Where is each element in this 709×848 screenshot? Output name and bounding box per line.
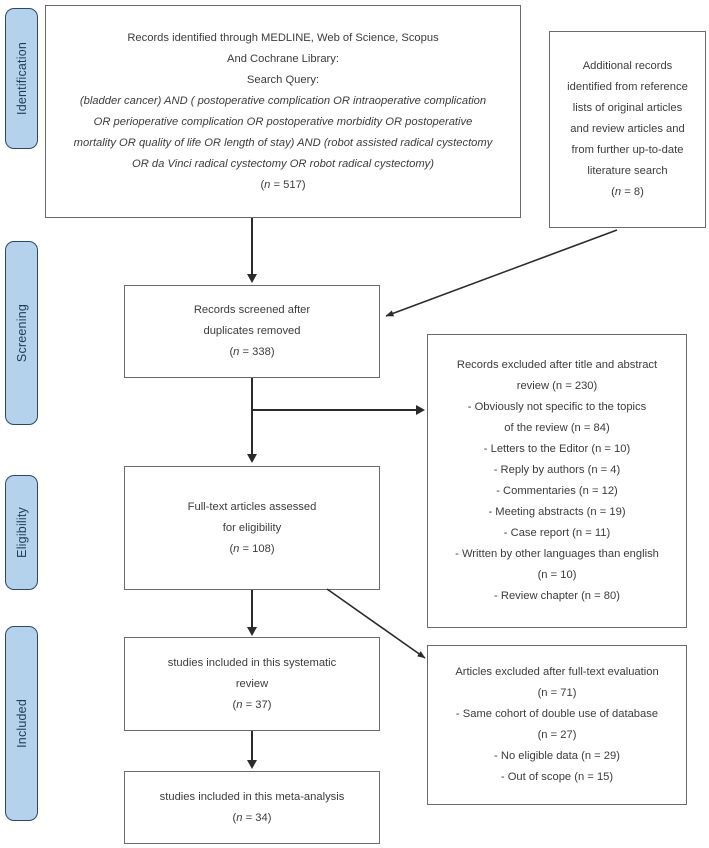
box-line: OR perioperative complication OR postope…	[93, 115, 473, 128]
box-line: - Review chapter (n = 80)	[494, 590, 620, 602]
box-line: - Written by other languages than englis…	[455, 548, 659, 560]
box-count: (n = 517)	[260, 178, 306, 191]
box-line: Search Query:	[246, 73, 320, 86]
box-line: - Obviously not specific to the topics	[467, 401, 647, 413]
box-count: (n = 8)	[611, 186, 644, 198]
box-line: - Commentaries (n = 12)	[496, 485, 618, 497]
arrowhead-screened-to-excluded	[416, 405, 425, 415]
box-line: Additional records	[582, 60, 673, 72]
box-count: (n = 338)	[229, 346, 275, 358]
box-line: Articles excluded after full-text evalua…	[455, 666, 659, 678]
box-line: for eligibility	[222, 521, 282, 534]
box-count: (n = 37)	[232, 698, 272, 711]
connector-included-to-meta	[251, 731, 253, 763]
box-line: identified from reference	[567, 81, 688, 93]
box-line: - Letters to the Editor (n = 10)	[483, 443, 631, 455]
stage-label-screening: Screening	[5, 241, 38, 425]
box-line: Full-text articles assessed	[187, 500, 317, 513]
box-line: - No eligible data (n = 29)	[494, 750, 620, 762]
box-line: - Out of scope (n = 15)	[500, 771, 614, 783]
box-additional-records: Additional records identified from refer…	[549, 31, 706, 228]
box-line: review (n = 230)	[516, 380, 598, 392]
box-line: OR da Vinci radical cystectomy OR robot …	[132, 157, 434, 170]
box-line: and review articles and	[570, 123, 685, 135]
box-line: (n = 27)	[537, 729, 577, 741]
arrowhead-screened-to-fulltext	[247, 454, 257, 463]
stage-label-eligibility: Eligibility	[5, 475, 38, 590]
connector-identified-to-screened	[251, 218, 253, 276]
stage-label-eligibility-text: Eligibility	[14, 507, 29, 558]
connector-fulltext-to-included	[251, 590, 253, 629]
box-count: (n = 34)	[232, 811, 272, 824]
stage-label-identification-text: Identification	[14, 42, 29, 115]
box-line: Records screened after	[193, 304, 311, 316]
stage-label-screening-text: Screening	[14, 303, 29, 363]
connector-screened-to-excluded	[251, 409, 418, 411]
box-articles-excluded-fulltext: Articles excluded after full-text evalua…	[427, 645, 687, 805]
arrowhead-fulltext-to-included	[247, 627, 257, 636]
box-line: And Cochrane Library:	[227, 52, 339, 65]
box-line: - Case report (n = 11)	[503, 527, 611, 539]
box-line: Records identified through MEDLINE, Web …	[127, 31, 439, 44]
box-included-systematic-review: studies included in this systematic revi…	[124, 637, 380, 731]
box-line: review	[235, 677, 269, 690]
stage-label-identification: Identification	[5, 8, 38, 149]
box-included-meta-analysis: studies included in this meta-analysis (…	[124, 771, 380, 844]
box-line: literature search	[587, 165, 668, 177]
box-line: (bladder cancer) AND ( postoperative com…	[79, 94, 487, 107]
box-line: (n = 10)	[537, 569, 577, 581]
box-line: duplicates removed	[203, 325, 301, 337]
box-line: studies included in this meta-analysis	[159, 790, 345, 803]
box-line: - Reply by authors (n = 4)	[493, 464, 621, 476]
box-line: - Meeting abstracts (n = 19)	[488, 506, 626, 518]
box-count: (n = 108)	[229, 542, 275, 555]
box-line: lists of original articles	[572, 102, 683, 114]
box-line: from further up-to-date	[571, 144, 684, 156]
connector-fulltext-to-articles-excluded	[326, 588, 426, 659]
box-fulltext-assessed: Full-text articles assessed for eligibil…	[124, 466, 380, 590]
stage-label-included-text: Included	[14, 699, 29, 748]
arrowhead-identified-to-screened	[247, 274, 257, 283]
box-line: - Same cohort of double use of database	[455, 708, 659, 720]
box-line: (n = 71)	[537, 687, 577, 699]
box-records-screened: Records screened after duplicates remove…	[124, 285, 380, 378]
connector-screened-to-fulltext	[251, 378, 253, 456]
box-records-identified: Records identified through MEDLINE, Web …	[45, 5, 521, 218]
arrowhead-included-to-meta	[247, 760, 257, 769]
connector-additional-to-screened	[385, 229, 618, 317]
stage-label-included: Included	[5, 626, 38, 821]
box-records-excluded-title-abstract: Records excluded after title and abstrac…	[427, 334, 687, 628]
box-line: mortality OR quality of life OR length o…	[73, 136, 493, 149]
box-line: Records excluded after title and abstrac…	[456, 359, 658, 371]
box-line: studies included in this systematic	[167, 656, 337, 669]
box-line: of the review (n = 84)	[504, 422, 610, 434]
